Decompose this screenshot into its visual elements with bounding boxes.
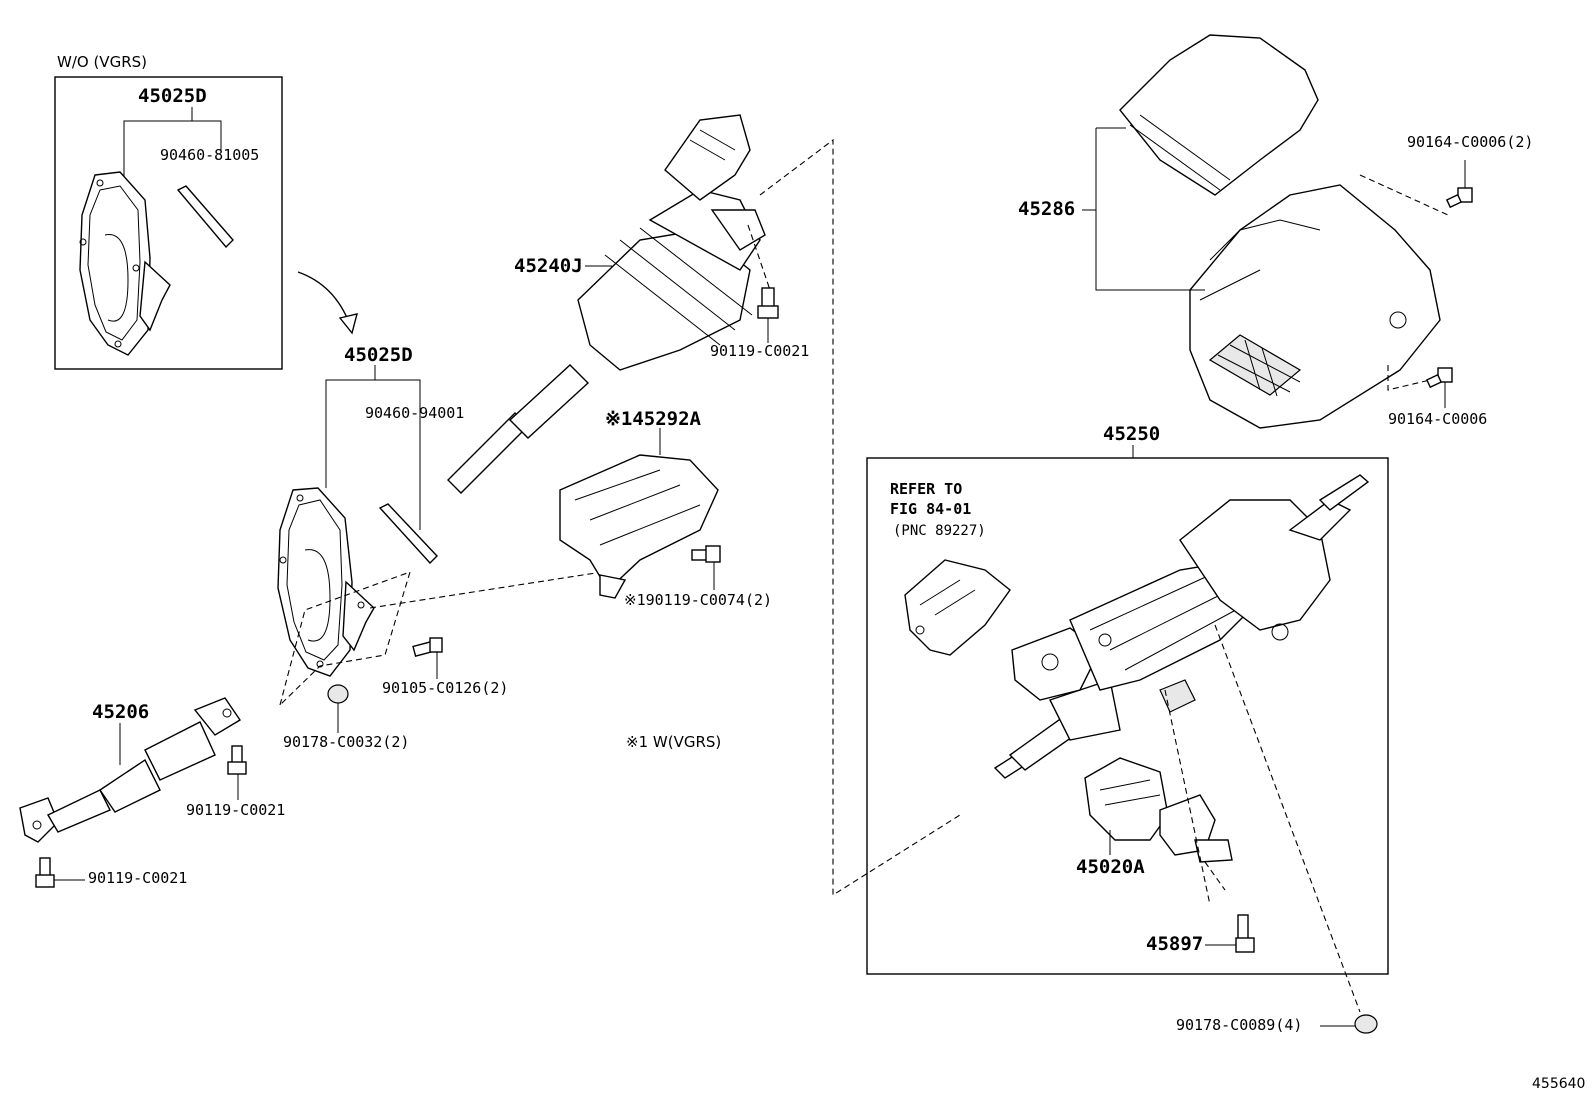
bracket-45292A [559,454,719,599]
clamp-94001 [378,503,438,565]
dash-column-bolt [1164,689,1226,906]
bolt-45897 [1235,914,1255,953]
inset-title: W/O (VGRS) [57,53,147,71]
label-90178-C0032: 90178-C0032(2) [283,733,410,751]
nut-90178-c0032 [327,684,349,704]
refer-line2: FIG 84-01 [890,500,972,518]
leader-45025D-mid [325,365,421,530]
bolt-90119-c0074 [691,545,721,563]
label-45250: 45250 [1103,423,1161,445]
note-vgrs: ※1 W(VGRS) [626,733,722,751]
label-90119-C0021-a: 90119-C0021 [710,342,810,360]
label-90460-94001: 90460-94001 [365,404,465,422]
inset-box [54,76,283,370]
label-45240J: 45240J [514,255,583,277]
label-90460-81005: 90460-81005 [160,146,260,164]
dash-cover-a [1359,174,1449,216]
dash-cover-b [1387,365,1431,391]
label-90119-C0021-b: 90119-C0021 [186,801,286,819]
label-90164-C0006-2: 90164-C0006(2) [1407,133,1534,151]
label-45025D-top: 45025D [138,85,207,107]
refer-line1: REFER TO [890,480,963,498]
dust-cover-seal-inset [79,171,171,356]
bolt-90119-a [757,287,779,319]
leader-45025D-top [123,107,222,178]
label-45897: 45897 [1146,933,1204,955]
dust-cover-seal [277,487,375,677]
intermediate-shaft-45240J [447,114,766,494]
module-refer [904,559,1011,656]
column-box [866,457,1389,975]
nut-90178-c0089 [1354,1014,1378,1034]
label-45020A: 45020A [1076,856,1145,878]
label-90119-C0021-c: 90119-C0021 [88,869,188,887]
dash-box-left [278,571,411,707]
bracket-45020A [1084,757,1233,863]
label-45206: 45206 [92,701,150,723]
steering-column-assembly [993,474,1370,779]
bolt-90119-b [227,745,247,775]
column-cover-45286 [1119,34,1441,429]
dash-line-bolt [369,569,616,609]
screw-90164-c0006 [1425,367,1453,389]
screw-90164-c0006-2 [1445,187,1473,209]
figure-id: 455640 [1532,1076,1586,1092]
label-90164-C0006: 90164-C0006 [1388,410,1488,428]
dash-column-nut [1214,624,1361,1013]
move-arrowhead [338,313,358,335]
label-90119-C0074: ※190119-C0074(2) [624,591,773,609]
label-90178-C0089: 90178-C0089(4) [1176,1016,1303,1034]
label-45025D-mid: 45025D [344,344,413,366]
refer-line3: (PNC 89227) [893,523,986,539]
label-45292A: ※145292A [605,408,701,430]
dash-long [759,138,961,896]
leader-90119-a [747,224,771,291]
label-45286: 45286 [1018,198,1076,220]
bolt-90105 [412,637,443,658]
clamp-81005 [176,185,234,249]
bolt-90119-c [35,857,55,888]
label-90105-C0126: 90105-C0126(2) [382,679,509,697]
shaft-45206 [19,697,241,843]
leader-45286 [1082,127,1205,291]
